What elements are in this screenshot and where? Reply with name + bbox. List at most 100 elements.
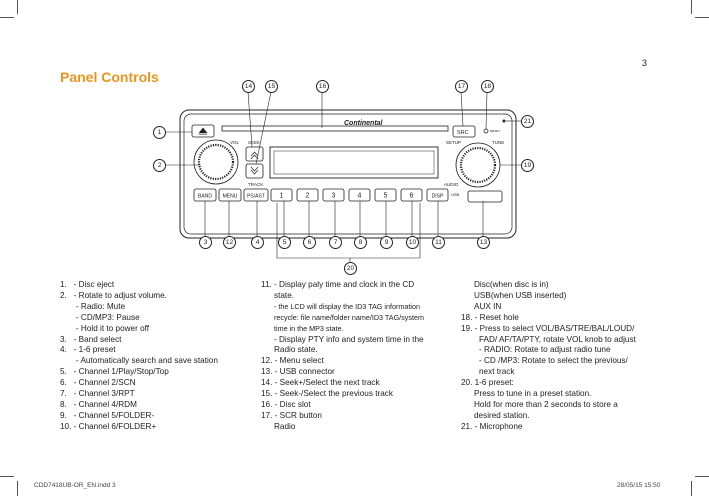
callout-7: 7 bbox=[329, 236, 342, 249]
list-item: 20. 1-6 preset: bbox=[461, 378, 514, 388]
eject-icon bbox=[198, 127, 208, 135]
list-item: 2. - Rotate to adjust volume. bbox=[60, 290, 167, 300]
crop-mark bbox=[0, 476, 14, 477]
tune-knob-inner bbox=[459, 146, 497, 184]
callout-17: 17 bbox=[455, 80, 468, 93]
list-item: 1. - Disc eject bbox=[60, 280, 115, 289]
list-item: FAD/ AF/TA/PTY, rotate VOL knob to adjus… bbox=[479, 334, 636, 344]
callout-1: 1 bbox=[153, 126, 166, 139]
list-item: USB(when USB inserted) bbox=[474, 290, 567, 300]
panel-button-label: 2 bbox=[306, 193, 310, 200]
usb-label: USB bbox=[451, 192, 460, 197]
faceplate-inner bbox=[183, 113, 513, 235]
callout-14: 14 bbox=[242, 80, 255, 93]
crop-mark bbox=[691, 0, 692, 14]
list-item: 3. - Band select bbox=[60, 334, 122, 344]
faceplate-outline bbox=[179, 109, 517, 239]
page-number: 3 bbox=[642, 58, 648, 68]
footer-timestamp: 28/05/15 15:50 bbox=[617, 482, 661, 489]
text-column-3: Disc(when disc is in)USB(when USB insert… bbox=[461, 280, 661, 433]
panel-button-label: DISP bbox=[432, 194, 444, 200]
list-item: 17. - SCR button bbox=[261, 410, 322, 420]
seek-up-button bbox=[245, 146, 264, 162]
list-item: desired station. bbox=[474, 410, 530, 420]
callout-3: 3 bbox=[199, 236, 212, 249]
lcd-display-inner bbox=[273, 150, 435, 175]
volume-knob bbox=[193, 139, 239, 185]
panel-button bbox=[400, 188, 423, 202]
list-item: 7. - Channel 3/RPT bbox=[60, 389, 135, 399]
panel-button-label: 3 bbox=[332, 193, 336, 200]
list-item: 18. - Reset hole bbox=[461, 312, 519, 322]
panel-button-label: 5 bbox=[384, 193, 388, 200]
panel-button bbox=[374, 188, 397, 202]
callout-4: 4 bbox=[251, 236, 264, 249]
bottom-leaders bbox=[204, 201, 484, 262]
tune-knob bbox=[455, 142, 501, 188]
leader-line bbox=[247, 91, 253, 148]
panel-button-label: 4 bbox=[358, 193, 362, 200]
chevron-up-icon bbox=[250, 151, 259, 160]
audio-label: AUDIO bbox=[444, 182, 459, 187]
list-item: 6. - Channel 2/SCN bbox=[60, 378, 136, 388]
list-item: Press to tune in a preset station. bbox=[474, 389, 592, 399]
callout-6: 6 bbox=[303, 236, 316, 249]
list-item: 19. - Press to select VOL/BAS/TRE/BAL/LO… bbox=[461, 323, 635, 333]
tune-label: TUNE bbox=[492, 140, 504, 145]
list-item: 13. - USB connector bbox=[261, 367, 335, 377]
panel-button-label: MENU bbox=[223, 194, 238, 200]
callout-21: 21 bbox=[521, 115, 534, 128]
panel-button bbox=[322, 188, 345, 202]
list-item: 21. - Microphone bbox=[461, 421, 523, 431]
panel-button bbox=[296, 188, 319, 202]
crop-mark bbox=[695, 17, 709, 18]
src-label: SRC bbox=[457, 130, 469, 136]
crop-mark bbox=[691, 481, 692, 496]
leader-line bbox=[485, 91, 488, 130]
crop-mark bbox=[695, 476, 709, 477]
list-item: next track bbox=[479, 367, 515, 377]
list-item: - Hold it to power off bbox=[60, 323, 150, 333]
panel-diagram: Continental SRC RESET VOL SETUP TUNE SEE… bbox=[166, 91, 521, 262]
leader-line bbox=[460, 91, 464, 127]
list-item: recycle: file name/folder name/ID3 TAG/s… bbox=[274, 312, 424, 322]
callout-10: 10 bbox=[406, 236, 419, 249]
list-item: Hold for more than 2 seconds to store a bbox=[474, 399, 618, 409]
crop-mark bbox=[17, 481, 18, 496]
panel-button bbox=[348, 188, 371, 202]
footer-file-info: CDD7418UB-OR_EN.indd 3 bbox=[34, 482, 116, 489]
crop-mark bbox=[17, 0, 18, 14]
brand-logo: Continental bbox=[344, 120, 384, 127]
list-item: 11. - Display paly time and clock in the… bbox=[261, 280, 415, 289]
list-item: time in the MP3 state. bbox=[274, 323, 344, 333]
list-item: state. bbox=[274, 290, 295, 300]
list-item: AUX IN bbox=[474, 301, 502, 311]
usb-port bbox=[467, 190, 503, 203]
list-item: 9. - Channel 5/FOLDER- bbox=[60, 410, 155, 420]
panel-button bbox=[243, 188, 269, 202]
list-item: 5. - Channel 1/Play/Stop/Top bbox=[60, 367, 169, 377]
panel-button-label: BAND bbox=[198, 194, 212, 200]
list-item: 12. - Menu select bbox=[261, 356, 324, 366]
callout-8: 8 bbox=[354, 236, 367, 249]
callout-12: 12 bbox=[223, 236, 236, 249]
text-column-2: 11. - Display paly time and clock in the… bbox=[261, 280, 461, 433]
crop-mark bbox=[0, 17, 14, 18]
reset-hole bbox=[483, 128, 489, 134]
lcd-display bbox=[269, 146, 439, 179]
seek-label: SEEK bbox=[248, 140, 260, 145]
seek-down-button bbox=[245, 163, 264, 179]
list-item: Radio state. bbox=[274, 345, 318, 355]
callout-18: 18 bbox=[481, 80, 494, 93]
list-item: - CD /MP3: Rotate to select the previous… bbox=[479, 356, 628, 366]
section-title: Panel Controls bbox=[60, 69, 159, 85]
callout-15: 15 bbox=[265, 80, 278, 93]
panel-button bbox=[426, 188, 449, 202]
panel-button bbox=[218, 188, 242, 202]
callout-11: 11 bbox=[432, 236, 445, 249]
list-item: - the LCD will display the ID3 TAG infor… bbox=[274, 301, 420, 311]
panel-button-label: PS/AST bbox=[247, 194, 265, 200]
list-item: - CD/MP3: Pause bbox=[60, 312, 140, 322]
list-item: Radio bbox=[274, 421, 296, 431]
